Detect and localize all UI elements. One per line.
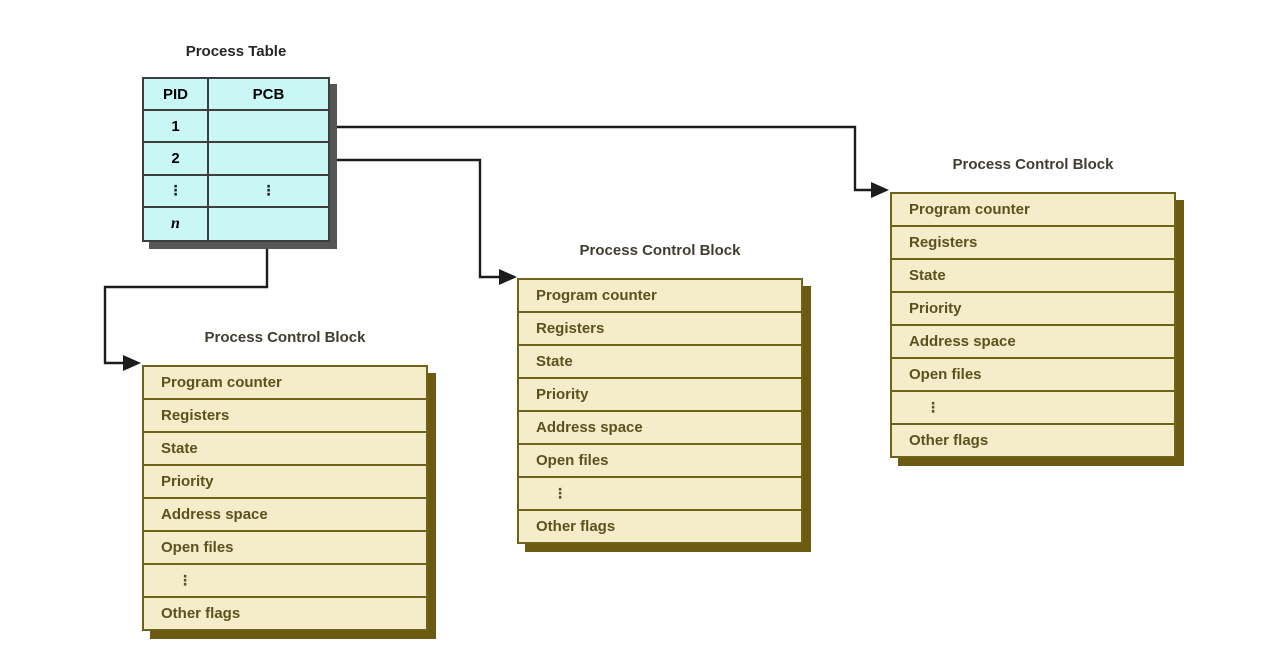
pcb-ellipsis-row: ⋮ [144,565,426,596]
vertical-ellipsis-icon: ⋮ [168,182,183,199]
pcb-field-row: Address space [892,326,1174,357]
pcb-field-row: State [892,260,1174,291]
pcb-ellipsis-cell: ⋮ [209,176,328,208]
process-table: PID PCB 1 2 ⋮ ⋮ n [142,77,330,242]
pcb-field-row: Open files [144,532,426,563]
pcb-field-row: Priority [892,293,1174,324]
pcb-field-row: State [519,346,801,377]
arrow-pid1-to-pcb-right [267,125,872,192]
pcb-field-row: Program counter [892,194,1174,225]
pcb-field-row: Other flags [519,511,801,542]
column-header-pcb: PCB [209,79,328,112]
pcb-title: Process Control Block [579,242,741,259]
pcb-field-row: Other flags [144,598,426,629]
pcb-field-row: Program counter [519,280,801,311]
pcb-block-bottom-left: Program counter Registers State Priority… [142,365,428,631]
pcb-ellipsis-row: ⋮ [892,392,1174,423]
pcb-pointer-cell [209,143,328,176]
pcb-field-row: Registers [519,313,801,344]
pcb-ellipsis-row: ⋮ [519,478,801,509]
pcb-block-right: Program counter Registers State Priority… [890,192,1176,458]
pcb-field-row: Open files [519,445,801,476]
arrowhead-icon [499,269,517,285]
pcb-field-row: Other flags [892,425,1174,456]
column-header-pid: PID [144,79,209,112]
vertical-ellipsis-icon: ⋮ [553,485,567,502]
pcb-title: Process Control Block [204,329,366,346]
pcb-field-row: Address space [519,412,801,443]
pid-cell: 2 [144,143,209,176]
vertical-ellipsis-icon: ⋮ [261,182,276,199]
pcb-field-row: State [144,433,426,464]
pcb-pointer-cell [209,111,328,144]
pcb-field-row: Registers [144,400,426,431]
pcb-field-row: Priority [144,466,426,497]
arrowhead-icon [871,182,889,198]
pcb-field-row: Address space [144,499,426,530]
pid-ellipsis-cell: ⋮ [144,175,209,208]
vertical-ellipsis-icon: ⋮ [178,572,192,589]
pid-cell: n [144,207,209,240]
pid-cell: 1 [144,111,209,144]
pcb-field-row: Program counter [144,367,426,398]
pcb-title: Process Control Block [952,156,1114,173]
arrowhead-icon [123,355,141,371]
pcb-block-middle: Program counter Registers State Priority… [517,278,803,544]
pcb-field-row: Priority [519,379,801,410]
pcb-pointer-cell [209,208,328,240]
pcb-field-row: Open files [892,359,1174,390]
process-table-title: Process Table [185,43,287,60]
pcb-field-row: Registers [892,227,1174,258]
vertical-ellipsis-icon: ⋮ [926,399,940,416]
